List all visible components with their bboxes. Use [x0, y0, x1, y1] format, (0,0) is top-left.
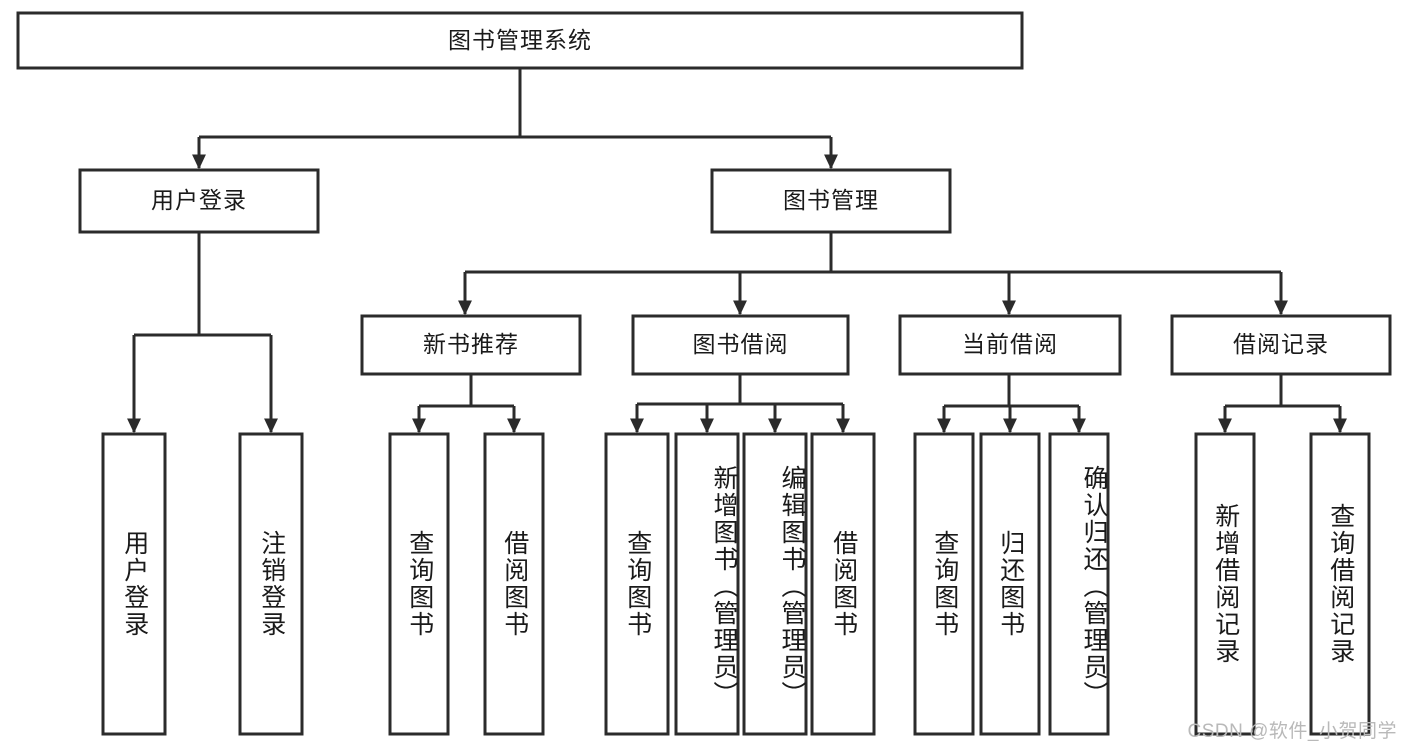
leaf-box-book-borrow-0 — [604, 432, 670, 736]
leaf-box-new-book-1 — [483, 432, 545, 736]
node-box-current-borrow — [898, 314, 1122, 376]
leaf-box-current-borrow-2 — [1048, 432, 1110, 736]
node-box-book-borrow — [631, 314, 850, 376]
leaf-box-book-borrow-2 — [742, 432, 808, 736]
leaf-box-book-borrow-3 — [810, 432, 876, 736]
leaf-box-user-login-1 — [238, 432, 304, 736]
node-box-book-management — [710, 168, 952, 234]
node-box-new-book — [360, 314, 582, 376]
leaf-box-new-book-0 — [388, 432, 450, 736]
node-box-root — [16, 11, 1024, 70]
leaf-box-current-borrow-0 — [913, 432, 975, 736]
leaf-box-borrow-record-1 — [1309, 432, 1371, 736]
leaf-box-borrow-record-0 — [1194, 432, 1256, 736]
csdn-watermark: CSDN @软件_小贺同学 — [1187, 721, 1397, 742]
node-box-borrow-record — [1170, 314, 1392, 376]
node-box-user-login — [78, 168, 320, 234]
leaf-box-current-borrow-1 — [979, 432, 1041, 736]
leaf-box-user-login-0 — [101, 432, 167, 736]
leaf-box-book-borrow-1 — [674, 432, 740, 736]
